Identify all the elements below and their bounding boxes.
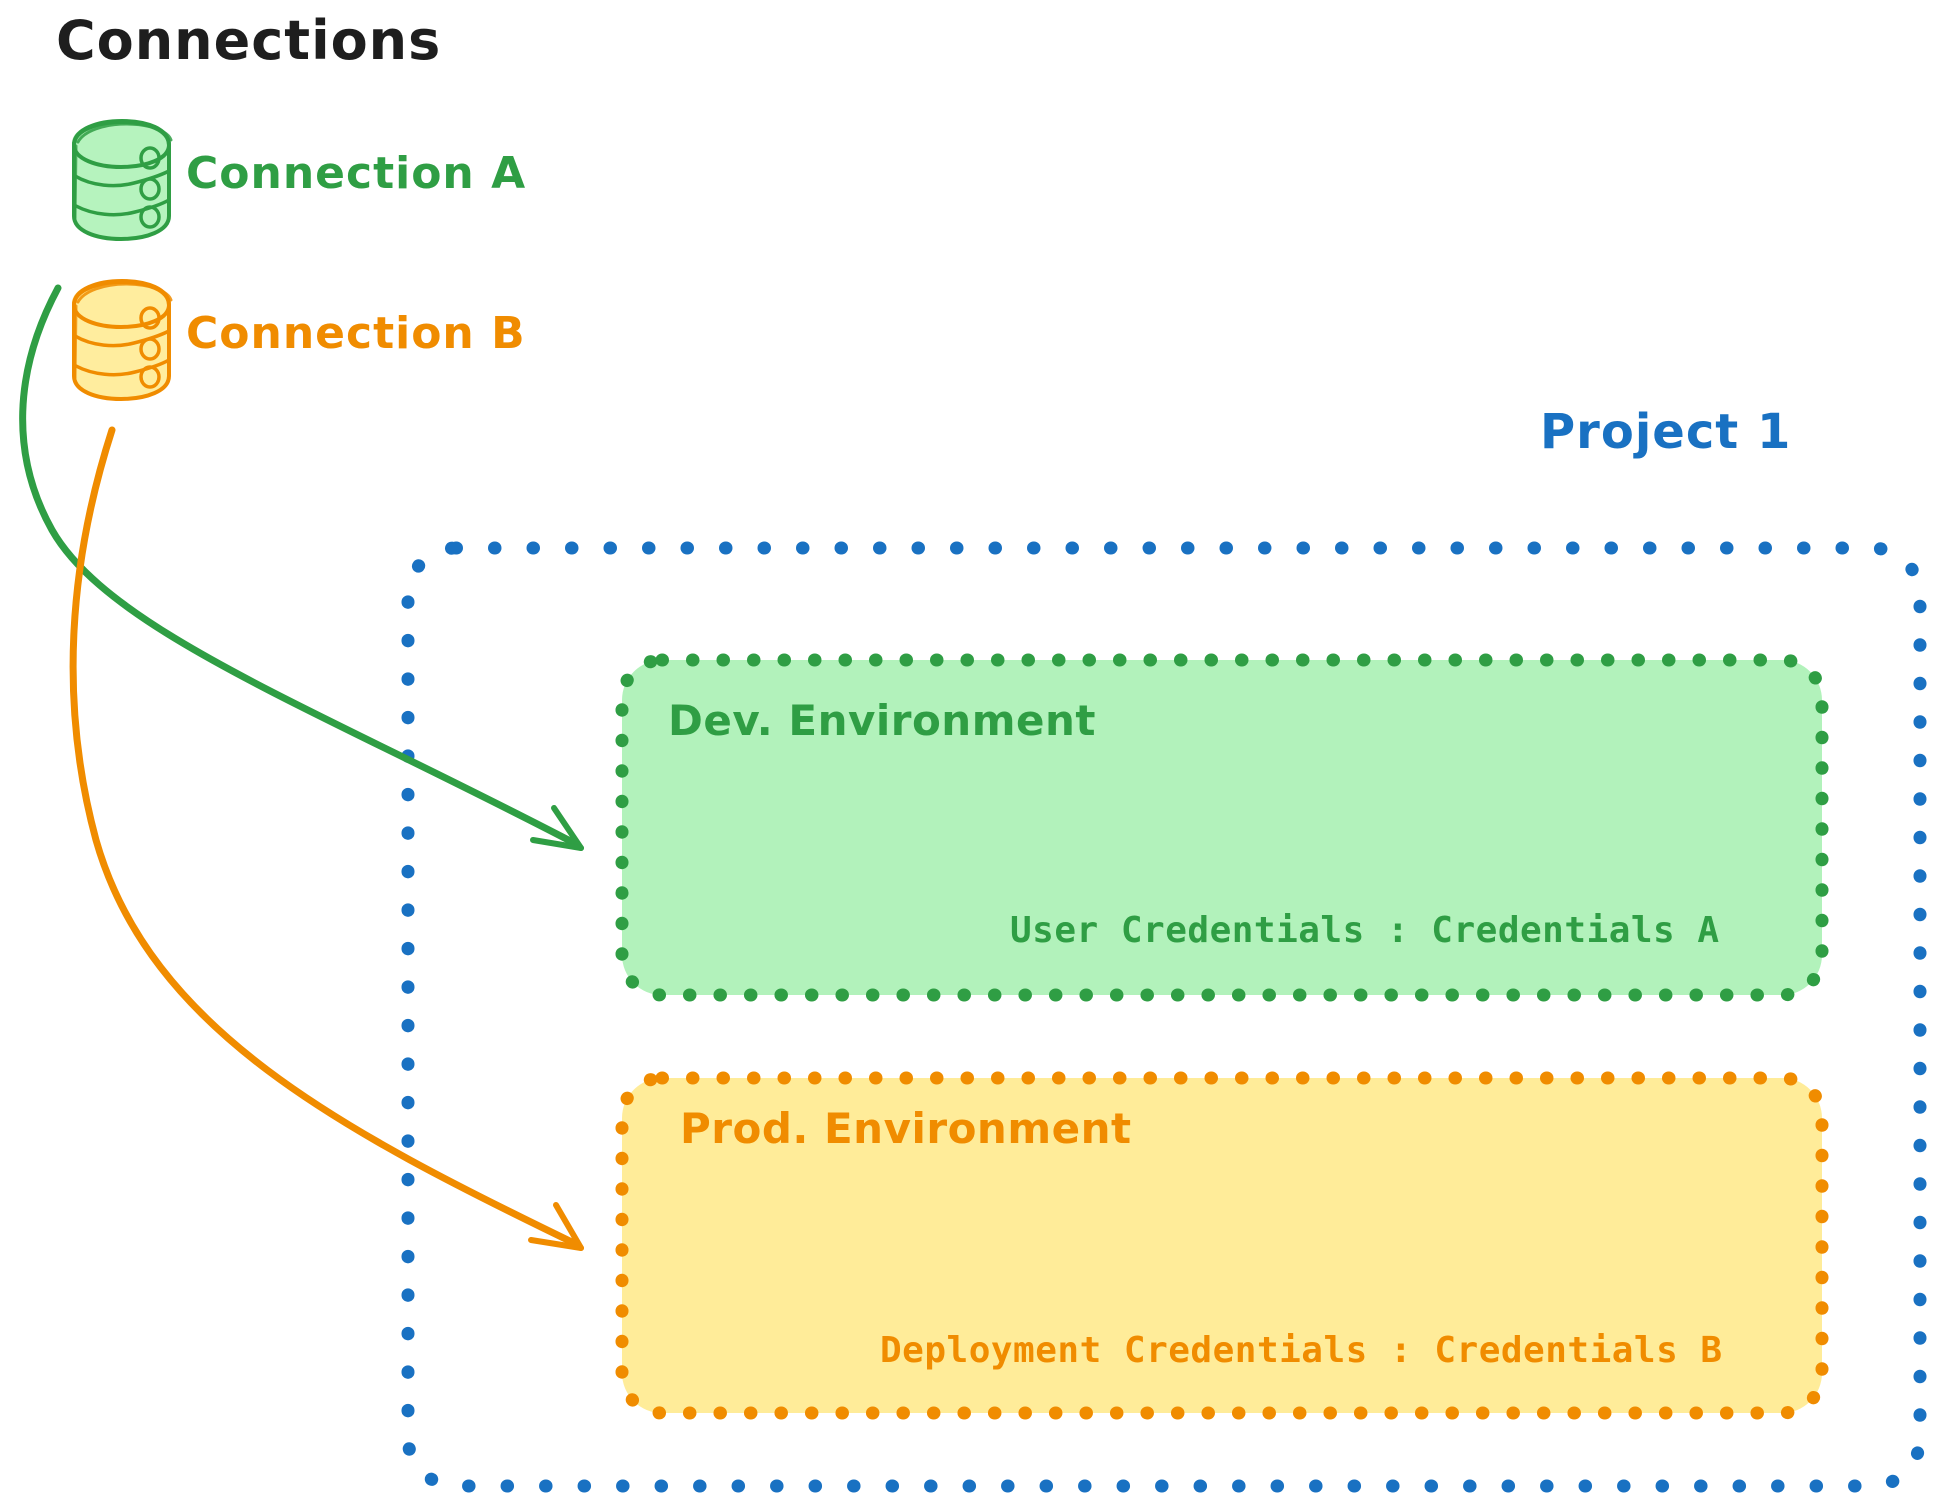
project-1-container [401,541,1927,1493]
prod-environment-title: Prod. Environment [680,1104,1132,1153]
connection-b-label: Connection B [186,308,526,359]
dev-environment-title: Dev. Environment [668,696,1096,745]
page-title: Connections [56,9,442,72]
connection-a-label: Connection A [186,148,527,199]
connection-b-database-icon[interactable] [71,278,173,402]
arrow-connection-b-to-prod [69,426,584,1251]
prod-environment-credentials: Deployment Credentials : Credentials B [880,1330,1723,1371]
dev-environment-box[interactable] [615,653,1829,1002]
arrow-connection-a-to-dev [19,284,584,851]
dev-environment-credentials: User Credentials : Credentials A [1010,910,1720,951]
project-title: Project 1 [1540,404,1792,460]
connection-a-database-icon[interactable] [71,118,173,242]
prod-environment-box[interactable] [615,1071,1829,1420]
